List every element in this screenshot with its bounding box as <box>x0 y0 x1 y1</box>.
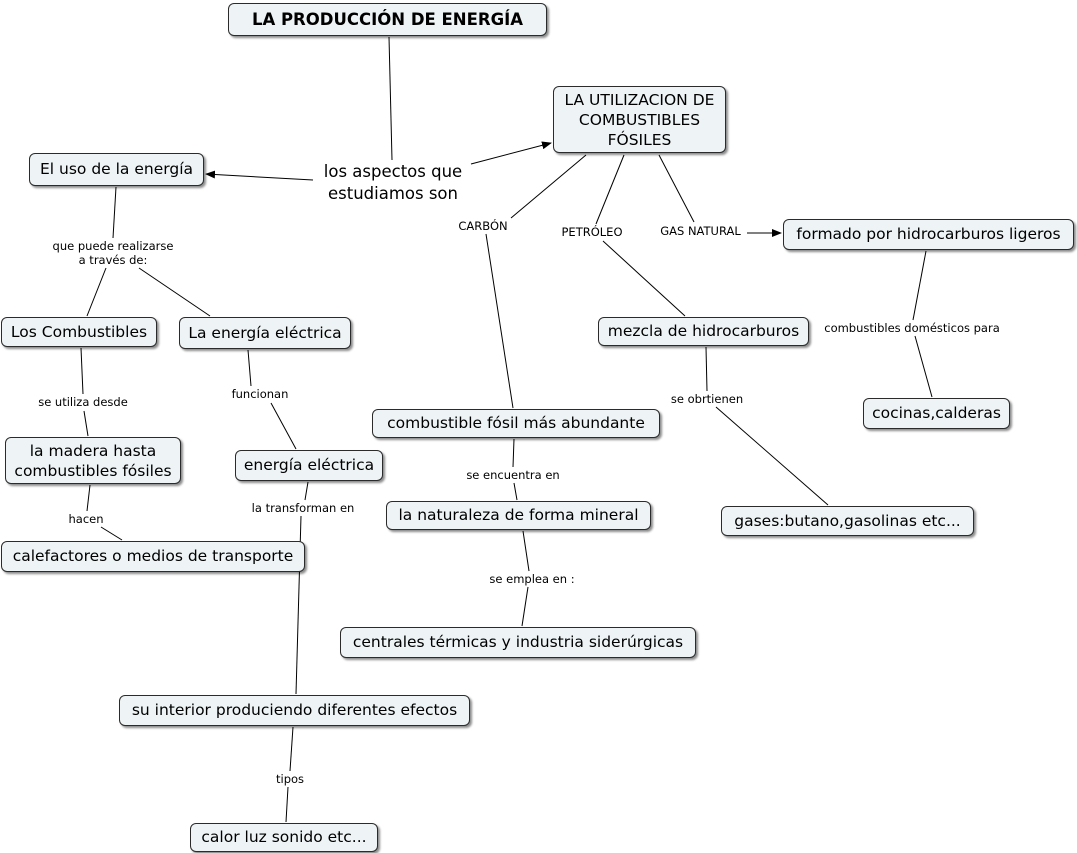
connector-fosil-seencuentra <box>512 438 515 468</box>
connector-utilizacion-carbon <box>510 154 587 219</box>
node-calor-luz-sonido[interactable]: calor luz sonido etc... <box>190 823 378 852</box>
link-gas-natural: GAS NATURAL <box>654 224 747 238</box>
node-formado-hidrocarburos[interactable]: formado por hidrocarburos ligeros <box>783 219 1074 250</box>
link-petroleo: PETRÓLEO <box>557 225 627 239</box>
link-carbon: CARBÓN <box>454 219 512 233</box>
node-centrales-termicas[interactable]: centrales térmicas y industria siderúrgi… <box>340 627 696 658</box>
node-calefactores[interactable]: calefactores o medios de transporte <box>1 541 305 572</box>
node-cocinas-calderas[interactable]: cocinas,calderas <box>863 398 1010 429</box>
connector-seemplea-centrales <box>521 586 529 627</box>
link-tipos: tipos <box>272 772 308 786</box>
link-combustibles-domesticos: combustibles domésticos para <box>818 321 1006 335</box>
connector-seencuentra-naturaleza <box>513 482 518 501</box>
link-se-utiliza-desde: se utiliza desde <box>34 395 132 409</box>
link-se-emplea-en: se emplea en : <box>484 572 580 586</box>
connector-aspectos-utilizacion <box>470 141 552 165</box>
connector-seobtienen-gases <box>715 406 829 506</box>
connector-aspectos-uso <box>205 170 314 181</box>
connector-carbon-fosil <box>485 233 514 409</box>
node-utilizacion-combustibles-fosiles[interactable]: LA UTILIZACION DE COMBUSTIBLES FÓSILES <box>553 86 726 153</box>
link-hacen: hacen <box>66 512 106 526</box>
map-title[interactable]: LA PRODUCCIÓN DE ENERGÍA <box>228 3 547 36</box>
node-su-interior[interactable]: su interior produciendo diferentes efect… <box>119 695 470 726</box>
connector-funcionan-electricab <box>270 402 297 450</box>
connector-hacen-calefactores <box>100 526 123 541</box>
connector-uso-quepuede <box>112 186 117 239</box>
connector-utilizacion-petroleo <box>595 154 625 225</box>
connector-mezcla-seobtienen <box>705 346 708 392</box>
connector-formado-domesticos <box>912 250 927 321</box>
node-mezcla-hidrocarburos[interactable]: mezcla de hidrocarburos <box>598 317 809 346</box>
connector-electricab-transforman <box>304 481 309 501</box>
link-la-transforman-en: la transforman en <box>246 501 360 515</box>
node-uso-energia[interactable]: El uso de la energía <box>29 153 204 186</box>
connector-tipos-calor <box>285 786 289 823</box>
node-madera-combustibles[interactable]: la madera hasta combustibles fósiles <box>5 437 181 484</box>
connector-quepuede-combustibles <box>86 267 107 317</box>
node-naturaleza-mineral[interactable]: la naturaleza de forma mineral <box>386 501 651 530</box>
node-gases-butano[interactable]: gases:butano,gasolinas etc... <box>721 506 974 536</box>
link-funcionan: funcionan <box>228 387 292 401</box>
connector-quepuede-electrica <box>138 267 211 317</box>
link-que-puede-realizarse: que puede realizarse a través de: <box>47 239 179 267</box>
node-los-combustibles[interactable]: Los Combustibles <box>1 317 157 347</box>
connector-utilizacion-gas <box>658 154 695 223</box>
link-se-obtienen: se obrtienen <box>666 392 748 406</box>
connector-seutiliza-madera <box>83 410 89 437</box>
connector-petroleo-mezcla <box>602 240 686 317</box>
connector-title-aspectos <box>388 36 393 161</box>
node-combustible-fosil-abundante[interactable]: combustible fósil más abundante <box>372 409 660 438</box>
link-los-aspectos: los aspectos que estudiamos son <box>323 162 463 203</box>
connector-electrica-funcionan <box>247 349 252 387</box>
connector-combustibles-seutiliza <box>80 347 84 395</box>
connector-naturaleza-seemplea <box>522 530 530 572</box>
connector-interior-tipos <box>289 726 294 772</box>
node-energia-electrica-b[interactable]: energía eléctrica <box>235 450 383 481</box>
link-se-encuentra-en: se encuentra en <box>461 468 565 482</box>
connector-madera-hacen <box>86 484 91 512</box>
connector-domesticos-cocinas <box>914 335 933 398</box>
node-energia-electrica-a[interactable]: La energía eléctrica <box>179 317 351 349</box>
